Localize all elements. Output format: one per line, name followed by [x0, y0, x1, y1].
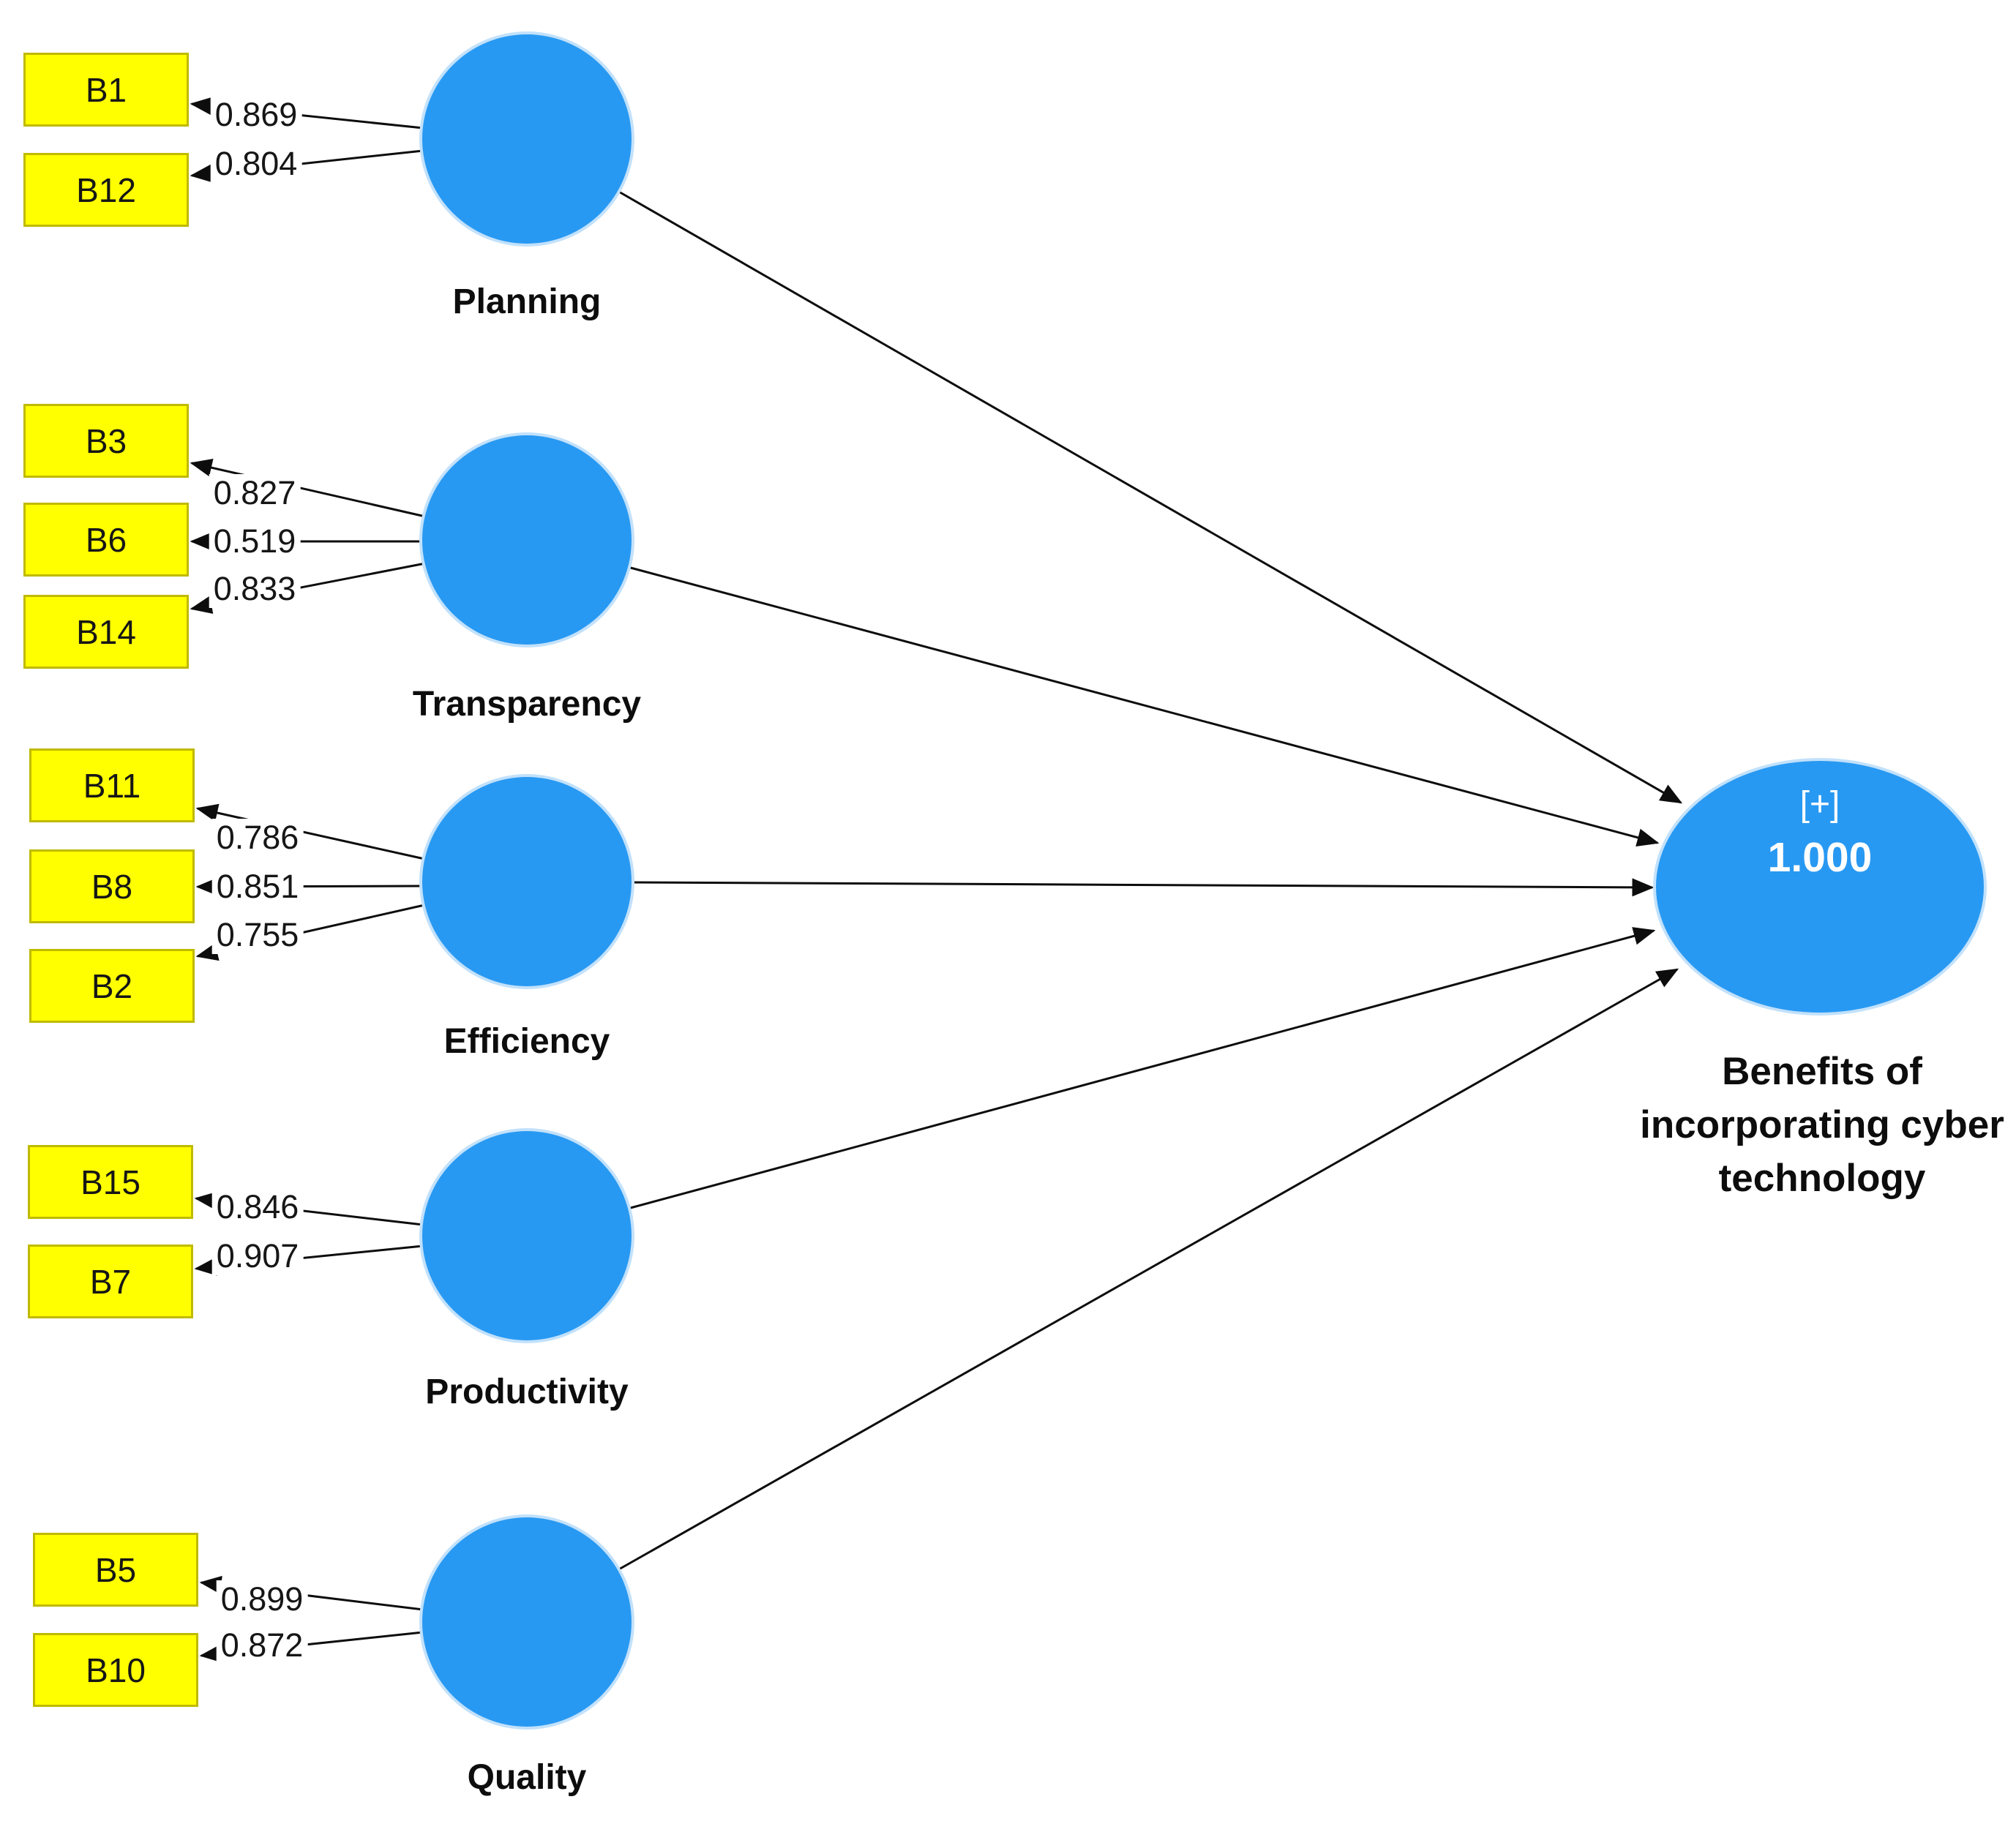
- construct-label-efficiency: Efficiency: [443, 1022, 610, 1061]
- loading-value-b3: 0.827: [209, 474, 301, 512]
- construct-circle-transparency[interactable]: [422, 435, 632, 645]
- indicator-box-b12[interactable]: B12: [23, 153, 189, 227]
- loading-value-b8: 0.851: [211, 868, 304, 906]
- indicator-label: B10: [86, 1651, 146, 1689]
- indicator-label: B7: [89, 1262, 132, 1301]
- indicator-box-b5[interactable]: B5: [33, 1533, 198, 1607]
- loading-value-b1: 0.869: [210, 96, 302, 134]
- target-construct-label: Benefits of incorporating cyber technolo…: [1603, 1045, 2016, 1205]
- target-construct-ellipse[interactable]: [+] 1.000: [1656, 761, 1984, 1013]
- indicator-label: B12: [76, 170, 136, 209]
- edge-productivity-target: [627, 927, 1656, 1210]
- indicator-box-b10[interactable]: B10: [33, 1633, 198, 1707]
- loading-value-b6: 0.519: [209, 522, 301, 560]
- loading-value-b14: 0.833: [209, 570, 301, 608]
- loading-value-b11: 0.786: [211, 819, 304, 857]
- loading-value-b5: 0.899: [216, 1580, 308, 1618]
- target-label-line-2: incorporating cyber: [1640, 1103, 2004, 1146]
- loading-value-b2: 0.755: [211, 916, 304, 954]
- indicator-label: B3: [85, 421, 127, 460]
- indicator-label: B15: [80, 1163, 140, 1201]
- indicator-box-b14[interactable]: B14: [23, 595, 189, 669]
- construct-label-planning: Planning: [452, 282, 602, 321]
- edge-transparency-b3: [190, 458, 426, 518]
- loading-value-b12: 0.804: [210, 145, 302, 183]
- indicator-label: B1: [85, 70, 127, 109]
- edge-planning-target: [617, 189, 1683, 804]
- indicator-box-b6[interactable]: B6: [23, 503, 189, 577]
- target-label-line-1: Benefits of: [1722, 1050, 1922, 1093]
- indicator-label: B14: [76, 612, 136, 651]
- construct-label-quality: Quality: [467, 1758, 587, 1797]
- edge-efficiency-b11: [195, 803, 425, 860]
- indicator-label: B8: [91, 867, 133, 906]
- indicator-box-b7[interactable]: B7: [28, 1245, 193, 1318]
- loading-value-b15: 0.846: [211, 1188, 304, 1226]
- construct-circle-efficiency[interactable]: [422, 777, 632, 986]
- indicator-label: B5: [94, 1550, 137, 1589]
- indicator-label: B2: [91, 966, 133, 1005]
- construct-label-transparency: Transparency: [412, 685, 642, 724]
- r-squared-value: 1.000: [1767, 834, 1873, 881]
- indicator-box-b11[interactable]: B11: [29, 748, 195, 822]
- indicator-box-b1[interactable]: B1: [23, 53, 189, 127]
- loading-value-b10: 0.872: [216, 1626, 308, 1664]
- indicator-box-b3[interactable]: B3: [23, 404, 189, 478]
- edge-transparency-target: [627, 566, 1660, 846]
- indicator-box-b8[interactable]: B8: [29, 849, 195, 923]
- indicator-label: B11: [83, 766, 141, 805]
- construct-circle-quality[interactable]: [422, 1517, 632, 1727]
- loading-value-b7: 0.907: [211, 1237, 304, 1275]
- edge-efficiency-target: [631, 878, 1655, 897]
- expand-indicator[interactable]: [+]: [1799, 785, 1840, 824]
- indicator-box-b2[interactable]: B2: [29, 949, 195, 1023]
- construct-label-productivity: Productivity: [425, 1373, 629, 1411]
- indicator-label: B6: [85, 520, 127, 559]
- target-label-line-3: technology: [1718, 1157, 1926, 1200]
- edge-quality-target: [617, 968, 1679, 1572]
- indicator-box-b15[interactable]: B15: [28, 1145, 193, 1219]
- construct-circle-planning[interactable]: [422, 34, 632, 244]
- construct-circle-productivity[interactable]: [422, 1131, 632, 1340]
